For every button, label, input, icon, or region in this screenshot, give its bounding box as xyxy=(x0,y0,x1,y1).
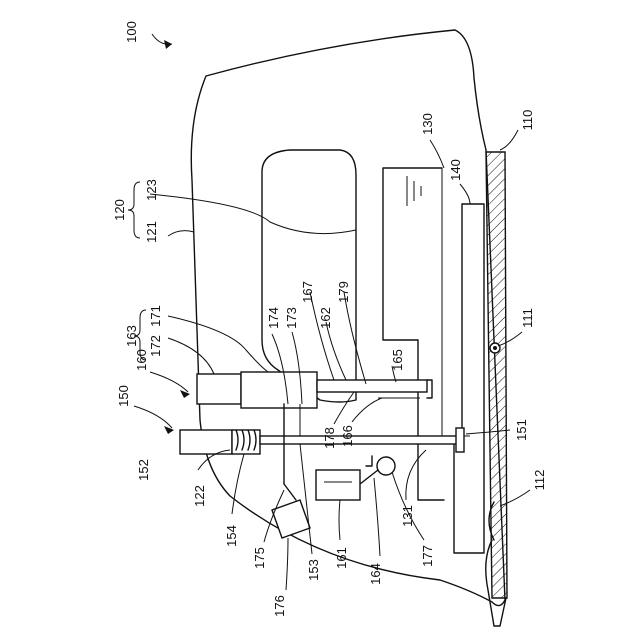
leader-140 xyxy=(460,184,470,204)
label-140: 140 xyxy=(448,159,463,181)
leader-150 xyxy=(134,406,172,428)
tank xyxy=(383,168,444,500)
label-131: 131 xyxy=(400,505,415,527)
leader-167 xyxy=(310,292,334,380)
label-161: 161 xyxy=(334,547,349,569)
label-173: 173 xyxy=(284,307,299,329)
label-174: 174 xyxy=(266,307,281,329)
brace-120 xyxy=(128,182,140,238)
pump-shaft xyxy=(260,436,458,444)
label-177: 177 xyxy=(420,545,435,567)
reservoir-stem xyxy=(366,456,372,466)
label-172: 172 xyxy=(148,335,163,357)
leader-178 xyxy=(334,392,354,424)
label-130: 130 xyxy=(420,113,435,135)
housing-outline xyxy=(191,30,505,606)
heater-plate xyxy=(454,204,484,553)
valve-end xyxy=(427,380,432,398)
label-121: 121 xyxy=(144,221,159,243)
label-112: 112 xyxy=(532,470,547,491)
reservoir-pipe xyxy=(360,470,378,484)
leader-123 xyxy=(150,194,356,234)
label-123: 123 xyxy=(144,179,159,201)
label-163: 163 xyxy=(124,325,139,347)
labels: 100 110 111 112 120 121 123 130 140 163 … xyxy=(112,21,547,617)
label-154: 154 xyxy=(224,525,239,547)
leader-172 xyxy=(168,338,214,374)
label-150: 150 xyxy=(116,385,131,407)
leader-160 xyxy=(150,372,188,392)
label-110: 110 xyxy=(520,110,535,131)
label-175: 175 xyxy=(252,547,267,569)
label-111: 111 xyxy=(520,308,535,328)
arrow-100 xyxy=(164,40,172,49)
label-122: 122 xyxy=(192,485,207,507)
leader-162 xyxy=(326,322,346,380)
block-176 xyxy=(272,500,310,538)
reservoir xyxy=(316,470,360,500)
label-162: 162 xyxy=(318,307,333,329)
arrow-150 xyxy=(164,426,174,434)
label-152: 152 xyxy=(136,459,151,481)
label-179: 179 xyxy=(336,281,351,303)
valve-body xyxy=(241,372,317,408)
label-100: 100 xyxy=(124,21,139,43)
label-120: 120 xyxy=(112,199,127,221)
valve-actuator xyxy=(197,374,241,404)
label-165: 165 xyxy=(390,349,405,371)
leader-121 xyxy=(168,231,194,236)
window xyxy=(262,150,356,402)
label-166: 166 xyxy=(340,425,355,447)
leader-166 xyxy=(352,398,382,422)
arrow-160 xyxy=(180,390,190,398)
label-164: 164 xyxy=(368,563,383,585)
label-151: 151 xyxy=(514,419,529,441)
label-153: 153 xyxy=(306,559,321,581)
label-178: 178 xyxy=(322,427,337,449)
pump-motor xyxy=(180,430,232,454)
base-hole-inner xyxy=(493,346,497,350)
leader-164 xyxy=(374,478,380,556)
leader-179 xyxy=(344,292,366,384)
label-160: 160 xyxy=(134,349,149,371)
leader-161 xyxy=(339,500,340,540)
label-171: 171 xyxy=(148,305,163,327)
label-176: 176 xyxy=(272,595,287,617)
leader-176 xyxy=(286,538,288,590)
valve-stem xyxy=(317,380,427,392)
pump-nozzle xyxy=(456,428,464,452)
leader-153 xyxy=(300,444,312,554)
label-167: 167 xyxy=(300,281,315,303)
base-plate xyxy=(486,152,507,598)
guide-rod-175 xyxy=(284,484,296,500)
leader-131 xyxy=(406,450,426,500)
leader-110 xyxy=(500,130,518,150)
leader-130 xyxy=(430,140,444,168)
